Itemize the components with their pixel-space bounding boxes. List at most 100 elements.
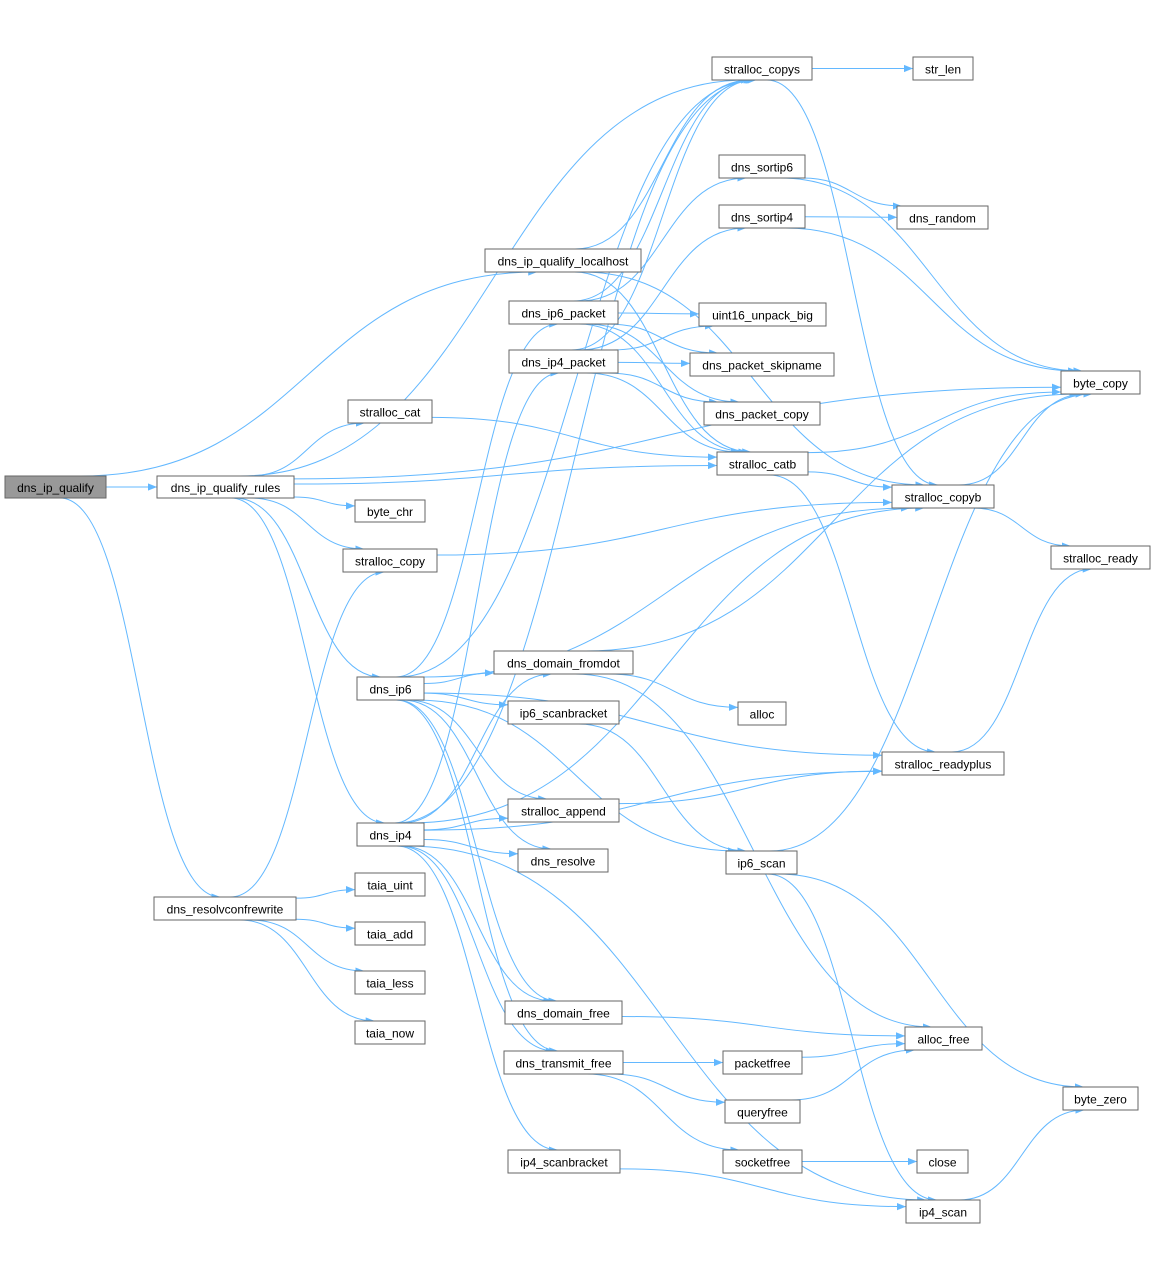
node-dns-domain-free[interactable]: dns_domain_free (504, 1000, 623, 1025)
node-box (354, 872, 426, 897)
node-dns-ip-qualify-rules[interactable]: dns_ip_qualify_rules (156, 475, 295, 499)
node-dns-transmit-free[interactable]: dns_transmit_free (503, 1050, 624, 1075)
node-stralloc-copy[interactable]: stralloc_copy (342, 548, 438, 573)
node-stralloc-copys[interactable]: stralloc_copys (711, 56, 813, 81)
node-label: stralloc_ready (1063, 552, 1138, 566)
node-stralloc-catb[interactable]: stralloc_catb (716, 451, 809, 476)
node-label: dns_domain_free (517, 1007, 610, 1021)
edge-dns_resolvconfrewrite-to-taia_less (250, 919, 365, 975)
edge-stralloc_copys-to-stralloc_copyb (766, 79, 939, 489)
node-box (354, 921, 426, 946)
node-dns-packet-skipname[interactable]: dns_packet_skipname (689, 352, 835, 377)
node-box (703, 401, 821, 426)
node-taia-now[interactable]: taia_now (354, 1020, 426, 1045)
node-taia-less[interactable]: taia_less (354, 970, 426, 995)
node-packetfree[interactable]: packetfree (722, 1050, 803, 1075)
node-box (724, 1099, 801, 1124)
node-box (354, 499, 426, 523)
node-label: taia_uint (367, 879, 413, 893)
node-stralloc-append[interactable]: stralloc_append (507, 798, 620, 823)
node-dns-random[interactable]: dns_random (896, 205, 989, 230)
edge-dns_ip6-to-stralloc_copys (397, 76, 756, 678)
edge-dns_ip6-to-stralloc_readyplus (423, 692, 883, 759)
node-box (725, 850, 798, 875)
node-label: ip6_scanbracket (520, 707, 608, 721)
node-dns-ip4[interactable]: dns_ip4 (356, 822, 425, 847)
node-taia-add[interactable]: taia_add (354, 921, 426, 946)
node-box (507, 798, 620, 823)
node-alloc-free[interactable]: alloc_free (904, 1026, 983, 1051)
edge-dns_ip4_packet-to-dns_packet_copy (607, 372, 719, 406)
node-dns-resolve[interactable]: dns_resolve (517, 848, 609, 873)
node-box (891, 484, 995, 509)
node-box (1062, 1086, 1139, 1111)
node-uint16-unpack-big[interactable]: uint16_unpack_big (698, 302, 827, 327)
edges (59, 64, 1093, 1211)
node-dns-ip-qualify[interactable]: dns_ip_qualify (4, 475, 107, 499)
node-label: stralloc_cat (360, 406, 421, 420)
node-byte-zero[interactable]: byte_zero (1062, 1086, 1139, 1111)
edge-dns_sortip6-to-byte_copy (780, 177, 1083, 375)
edge-dns_ip4-to-stralloc_copyb (409, 504, 925, 824)
node-dns-resolvconfrewrite[interactable]: dns_resolvconfrewrite (153, 896, 297, 921)
node-socketfree[interactable]: socketfree (722, 1149, 803, 1174)
edge-packetfree-to-alloc_free (801, 1040, 906, 1058)
node-dns-packet-copy[interactable]: dns_packet_copy (703, 401, 821, 426)
node-box (722, 1149, 803, 1174)
node-dns-ip6-packet[interactable]: dns_ip6_packet (508, 300, 619, 325)
node-byte-copy[interactable]: byte_copy (1060, 370, 1141, 395)
edge-stralloc_readyplus-to-stralloc_ready (951, 565, 1092, 753)
edge-dns_ip6_packet-to-dns_sortip6 (579, 174, 747, 302)
node-box (912, 56, 974, 81)
node-box (156, 475, 295, 499)
edge-ip6_scan-to-byte_copy (769, 390, 1093, 852)
node-box (698, 302, 827, 327)
edge-dns_ip4-to-stralloc_readyplus (423, 767, 883, 831)
node-queryfree[interactable]: queryfree (724, 1099, 801, 1124)
node-dns-domain-fromdot[interactable]: dns_domain_fromdot (493, 650, 634, 675)
node-label: taia_less (366, 977, 413, 991)
node-close[interactable]: close (916, 1149, 969, 1174)
node-alloc[interactable]: alloc (737, 701, 787, 726)
node-label: dns_packet_skipname (702, 359, 822, 373)
edge-dns_ip6-to-ip6_scanbracket (423, 692, 509, 709)
edge-dns_ip6-to-dns_domain_fromdot (423, 669, 495, 684)
node-label: uint16_unpack_big (712, 309, 813, 323)
edge-dns_ip4_packet-to-stralloc_copys (571, 76, 755, 351)
edge-stralloc_copyb-to-stralloc_ready (972, 507, 1071, 550)
node-str-len[interactable]: str_len (912, 56, 974, 81)
node-label: close (928, 1156, 956, 1170)
node-dns-sortip6[interactable]: dns_sortip6 (718, 154, 806, 179)
node-ip4-scanbracket[interactable]: ip4_scanbracket (507, 1149, 621, 1174)
node-label: queryfree (737, 1106, 788, 1120)
edge-dns_ip_qualify-to-dns_resolvconfrewrite (59, 497, 221, 901)
node-stralloc-readyplus[interactable]: stralloc_readyplus (881, 751, 1005, 776)
node-dns-ip-qualify-localhost[interactable]: dns_ip_qualify_localhost (484, 248, 642, 273)
node-label: dns_domain_fromdot (507, 657, 620, 671)
edge-dns_resolvconfrewrite-to-taia_add (295, 918, 356, 932)
node-box (718, 154, 806, 179)
node-label: packetfree (734, 1057, 790, 1071)
node-stralloc-ready[interactable]: stralloc_ready (1050, 545, 1151, 570)
node-dns-ip6[interactable]: dns_ip6 (356, 676, 425, 701)
node-ip6-scan[interactable]: ip6_scan (725, 850, 798, 875)
node-byte-chr[interactable]: byte_chr (354, 499, 426, 523)
node-dns-sortip4[interactable]: dns_sortip4 (718, 204, 806, 229)
node-label: stralloc_copyb (905, 491, 982, 505)
edge-dns_ip_qualify_localhost-to-stralloc_copyb (581, 271, 925, 489)
node-ip6-scanbracket[interactable]: ip6_scanbracket (507, 700, 620, 725)
node-label: stralloc_copy (355, 555, 425, 569)
node-box (689, 352, 835, 377)
node-label: alloc (750, 708, 775, 722)
node-label: dns_ip_qualify (17, 481, 94, 495)
node-taia-uint[interactable]: taia_uint (354, 872, 426, 897)
edge-dns_domain_free-to-alloc_free (621, 1016, 906, 1040)
node-dns-ip4-packet[interactable]: dns_ip4_packet (508, 349, 619, 374)
node-box (1050, 545, 1151, 570)
node-stralloc-copyb[interactable]: stralloc_copyb (891, 484, 995, 509)
node-box (716, 451, 809, 476)
node-ip4-scan[interactable]: ip4_scan (905, 1199, 981, 1224)
node-label: stralloc_readyplus (895, 758, 992, 772)
node-stralloc-cat[interactable]: stralloc_cat (347, 399, 433, 424)
node-box (722, 1050, 803, 1075)
